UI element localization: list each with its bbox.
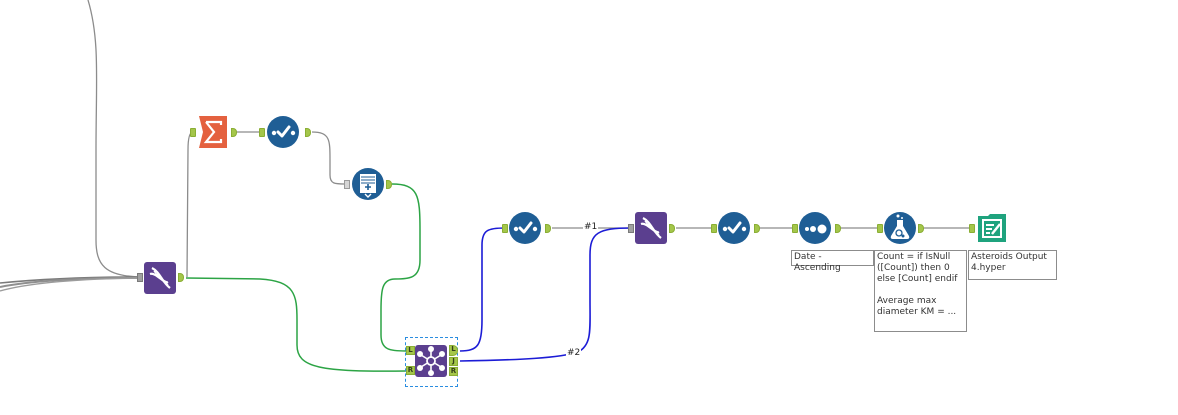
tool-dynamic-rename-2[interactable] xyxy=(635,212,667,244)
output-anchor[interactable] xyxy=(754,224,760,233)
tool-select-1[interactable] xyxy=(267,116,299,148)
join-right-input-anchor[interactable]: R xyxy=(406,366,415,375)
input-anchor[interactable] xyxy=(628,224,634,233)
output-anchor[interactable] xyxy=(918,224,924,233)
join-join-output-anchor[interactable]: J xyxy=(449,357,458,366)
dna-icon xyxy=(635,212,667,244)
annotation-sort: Date - Ascending xyxy=(791,250,874,273)
input-anchor[interactable] xyxy=(792,224,798,233)
tool-output-data[interactable] xyxy=(976,212,1008,244)
tool-join[interactable] xyxy=(415,345,447,377)
connection-append-to-join-left[interactable] xyxy=(380,183,421,352)
connection-select-to-append[interactable] xyxy=(311,131,346,185)
tool-sort[interactable] xyxy=(799,212,831,244)
connection-rename-to-summarize[interactable] xyxy=(186,131,194,278)
tool-summarize[interactable] xyxy=(197,116,229,148)
dna-icon xyxy=(144,262,176,294)
input-anchor[interactable] xyxy=(344,180,350,189)
tool-append-fields[interactable] xyxy=(352,168,384,200)
connection-rename-to-join-right[interactable] xyxy=(185,277,407,372)
select-check-icon xyxy=(718,212,750,244)
select-check-icon xyxy=(267,116,299,148)
connection-label-2: #2 xyxy=(566,348,582,358)
input-anchor[interactable] xyxy=(190,128,196,137)
formula-flask-icon xyxy=(884,212,916,244)
tool-dynamic-rename-1[interactable] xyxy=(144,262,176,294)
join-icon xyxy=(415,345,447,377)
input-anchor[interactable] xyxy=(877,224,883,233)
join-right-output-anchor[interactable]: R xyxy=(449,367,458,376)
output-anchor[interactable] xyxy=(231,128,237,137)
connection-incoming-1[interactable] xyxy=(87,0,141,278)
tool-formula[interactable] xyxy=(884,212,916,244)
tool-select-3[interactable] xyxy=(718,212,750,244)
output-anchor[interactable] xyxy=(835,224,841,233)
annotation-formula: Count = if IsNull ([Count]) then 0 else … xyxy=(874,250,967,332)
join-left-input-anchor[interactable]: L xyxy=(406,346,415,355)
output-anchor[interactable] xyxy=(305,128,311,137)
connection-incoming-bundle-3[interactable] xyxy=(0,277,141,292)
sort-dots-icon xyxy=(799,212,831,244)
input-anchor[interactable] xyxy=(969,224,975,233)
output-data-icon xyxy=(978,214,1006,242)
input-anchor[interactable] xyxy=(259,128,265,137)
tool-select-2[interactable] xyxy=(509,212,541,244)
input-anchor[interactable] xyxy=(711,224,717,233)
output-anchor[interactable] xyxy=(178,273,184,282)
append-fields-icon xyxy=(352,168,384,200)
connection-join-left-to-select[interactable] xyxy=(459,227,506,352)
output-anchor[interactable] xyxy=(669,224,675,233)
connection-join-j-to-rename-2[interactable] xyxy=(459,227,632,362)
annotation-output: Asteroids Output 4.hyper xyxy=(968,250,1057,280)
output-anchor[interactable] xyxy=(545,224,551,233)
input-anchor[interactable] xyxy=(137,273,143,282)
connection-incoming-bundle-2[interactable] xyxy=(0,277,141,288)
connection-incoming-bundle[interactable] xyxy=(0,276,141,284)
input-anchor[interactable] xyxy=(502,224,508,233)
sigma-icon xyxy=(199,116,227,148)
select-check-icon xyxy=(509,212,541,244)
output-anchor[interactable] xyxy=(386,180,392,189)
connection-label-1: #1 xyxy=(583,222,599,232)
join-left-output-anchor[interactable]: L xyxy=(449,345,458,356)
